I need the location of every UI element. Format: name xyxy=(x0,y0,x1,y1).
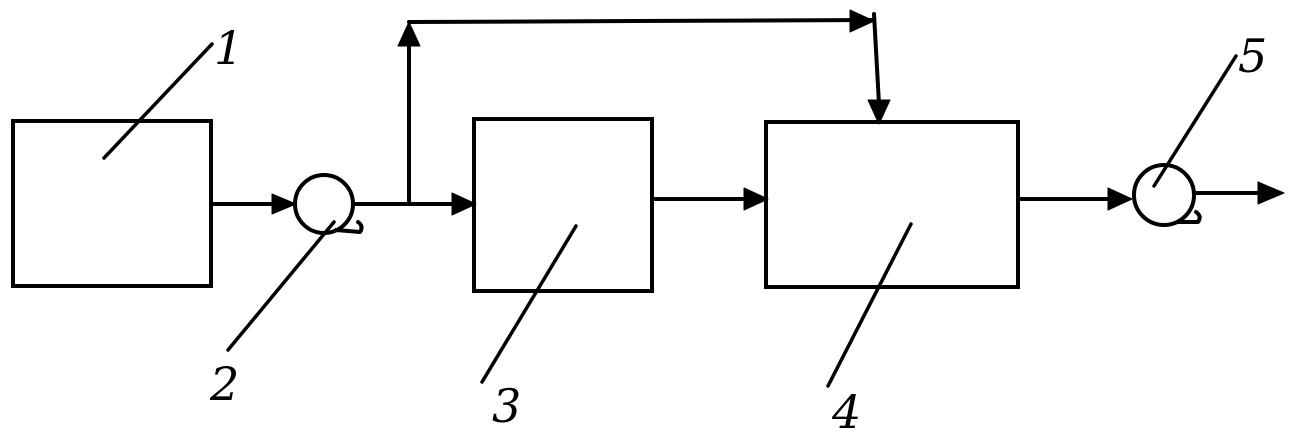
block-1 xyxy=(11,119,213,288)
label-3: 3 xyxy=(492,379,521,433)
pump-2-body xyxy=(293,173,355,235)
pump-5-body xyxy=(1132,163,1196,227)
bypass-drop xyxy=(872,12,881,106)
bypass-top-line xyxy=(407,18,876,24)
leader-line-2 xyxy=(226,220,336,352)
label-5: 5 xyxy=(1238,29,1267,83)
arrowhead-bypass-right xyxy=(849,9,875,33)
label-1: 1 xyxy=(214,21,243,75)
arrowhead-bypass-up xyxy=(397,21,421,47)
arrowhead-into-pump-5 xyxy=(1107,187,1133,211)
pump-5-outlet xyxy=(1176,210,1202,224)
label-2: 2 xyxy=(209,357,239,411)
leader-line-1 xyxy=(102,42,214,160)
label-4: 4 xyxy=(831,385,861,439)
leader-line-3 xyxy=(480,224,578,384)
arrowhead-output xyxy=(1257,181,1285,205)
arrowhead-into-block-4 xyxy=(743,187,769,211)
pump-2-outlet xyxy=(334,220,364,234)
block-3 xyxy=(472,117,654,293)
leader-line-4 xyxy=(826,222,913,388)
arrowhead-into-pump-2 xyxy=(271,193,297,215)
arrowhead-into-block-3 xyxy=(451,192,477,216)
leader-line-5 xyxy=(1152,54,1238,188)
pump-5 xyxy=(1132,163,1202,227)
arrowhead-into-block-4-top xyxy=(867,99,891,125)
